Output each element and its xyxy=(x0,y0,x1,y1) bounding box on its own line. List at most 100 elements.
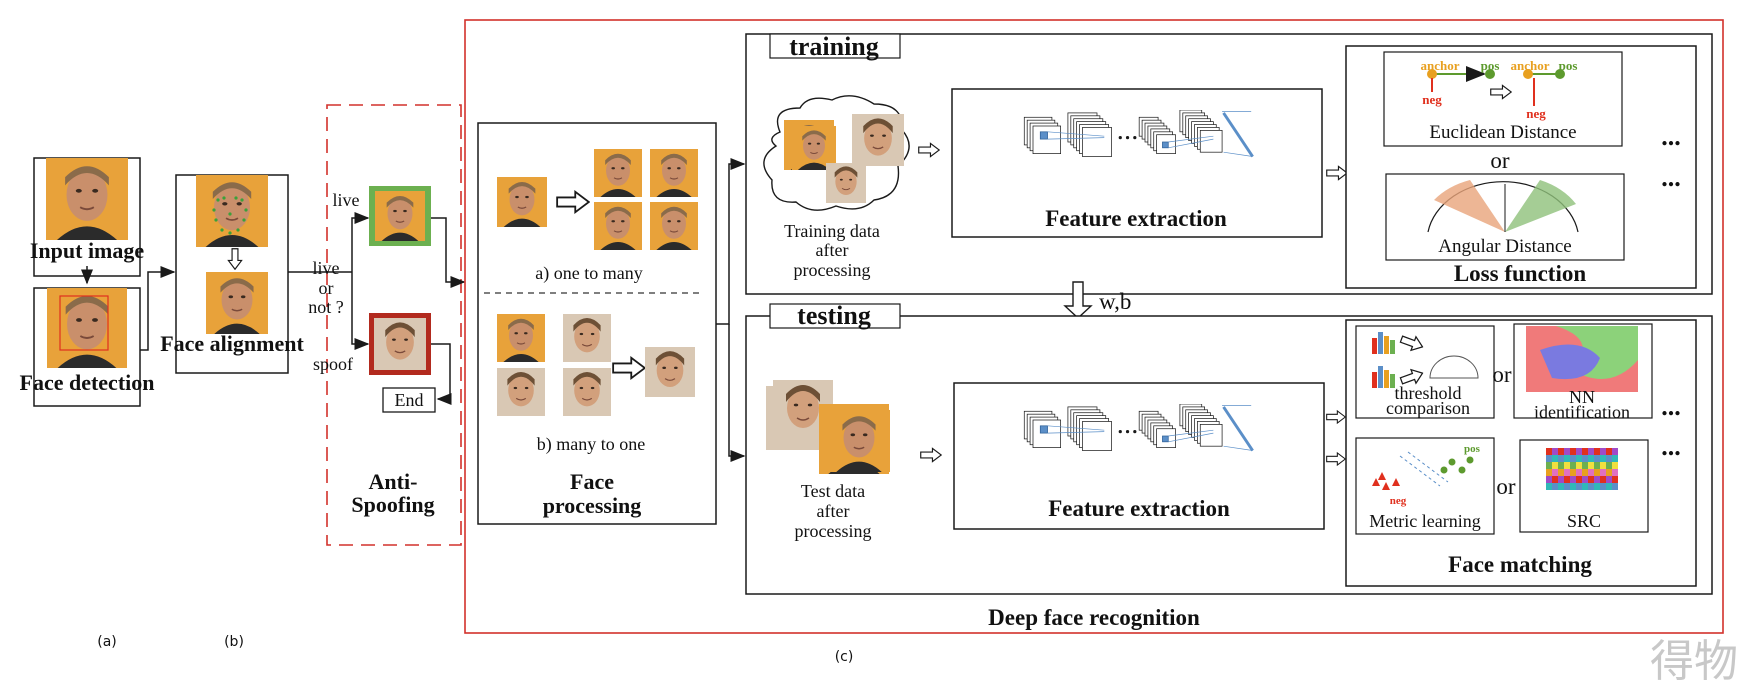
src-cell xyxy=(1564,448,1570,455)
test-feature-box xyxy=(953,382,1325,530)
src-cell xyxy=(1576,448,1582,455)
detection-bbox xyxy=(59,295,109,351)
test-feature-label: Feature extraction xyxy=(1048,496,1230,521)
train-feature-label: Feature extraction xyxy=(1045,206,1227,231)
live-or-not-line2: or xyxy=(319,278,334,298)
test-data-line1: Test data xyxy=(801,481,865,501)
one-to-many-label: a) one to many xyxy=(535,263,642,284)
match-ellipsis-1: ... xyxy=(1661,392,1681,421)
src-cell xyxy=(1600,455,1606,462)
src-cell xyxy=(1558,483,1564,490)
live-or-not-line1: live xyxy=(313,258,340,278)
src-cell xyxy=(1588,462,1594,469)
src-cell xyxy=(1612,462,1618,469)
src-cell xyxy=(1594,483,1600,490)
src-cell xyxy=(1546,483,1552,490)
src-matrix xyxy=(1546,448,1618,490)
src-cell xyxy=(1564,483,1570,490)
src-cell xyxy=(1558,476,1564,483)
src-cell xyxy=(1576,455,1582,462)
src-cell xyxy=(1612,455,1618,462)
src-cell xyxy=(1576,469,1582,476)
metric-learning-label: Metric learning xyxy=(1369,511,1480,531)
deep-face-recognition-frame xyxy=(464,19,1724,634)
src-cell xyxy=(1558,448,1564,455)
caption-b: (b) xyxy=(224,634,244,650)
detection-photo xyxy=(45,288,129,368)
testing-title: testing xyxy=(797,301,871,330)
nn-map-blue xyxy=(1540,344,1600,380)
src-cell xyxy=(1552,455,1558,462)
src-cell xyxy=(1588,476,1594,483)
anchor-label-2: anchor xyxy=(1511,58,1550,73)
src-cell xyxy=(1588,448,1594,455)
loss-or-label: or xyxy=(1490,148,1510,173)
src-cell xyxy=(1582,462,1588,469)
threshold-bars xyxy=(1372,332,1395,388)
src-cell xyxy=(1606,448,1612,455)
pose-face-4 xyxy=(562,368,612,416)
pos-points xyxy=(1440,456,1474,474)
src-cell xyxy=(1570,455,1576,462)
match-ellipsis-2: ... xyxy=(1661,432,1681,461)
src-cell xyxy=(1564,462,1570,469)
src-cell xyxy=(1552,483,1558,490)
loss-function-title: Loss function xyxy=(1454,261,1586,286)
src-cell xyxy=(1606,476,1612,483)
caption-c: (c) xyxy=(835,649,854,665)
watermark: 得物 xyxy=(1650,636,1738,687)
anchor-label-1: anchor xyxy=(1421,58,1460,73)
src-cell xyxy=(1600,469,1606,476)
test-data-line2: after xyxy=(817,501,850,521)
end-box xyxy=(382,387,436,413)
src-cell xyxy=(1558,469,1564,476)
threshold-dome xyxy=(1429,355,1479,379)
panel-a: Input image Face detection (a) xyxy=(20,157,155,650)
anti-spoofing-frame xyxy=(326,104,462,546)
live-or-not-line3: not ? xyxy=(308,297,344,317)
input-photo xyxy=(44,158,130,240)
weights-transfer-arrow-icon xyxy=(1063,281,1093,319)
spoof-face xyxy=(374,318,426,370)
src-cell xyxy=(1612,469,1618,476)
anti-spoofing-panel: live or not ? live spoof End Anti- Spoof… xyxy=(288,104,466,546)
src-cell xyxy=(1546,476,1552,483)
match-or-label-2: or xyxy=(1496,474,1516,499)
src-cell xyxy=(1582,476,1588,483)
src-cell xyxy=(1546,455,1552,462)
src-cell xyxy=(1570,469,1576,476)
metric-pos-label: pos xyxy=(1464,443,1481,455)
metric-learning-box xyxy=(1355,437,1495,535)
source-face xyxy=(496,177,548,227)
training-data-line3: processing xyxy=(794,260,871,280)
pos-label-2: pos xyxy=(1559,58,1578,73)
panel-b: Face alignment (b) xyxy=(160,174,304,650)
end-label: End xyxy=(395,390,424,410)
train-feature-box xyxy=(951,88,1323,238)
test-face-4 xyxy=(827,410,891,472)
src-cell xyxy=(1552,469,1558,476)
face-alignment-label-1: Face alignment xyxy=(160,331,304,356)
src-cell xyxy=(1594,469,1600,476)
testing-panel: testing Test data after processing Featu… xyxy=(745,301,1713,595)
src-cell xyxy=(1594,448,1600,455)
src-cell xyxy=(1582,448,1588,455)
angular-sector-neg xyxy=(1434,180,1505,232)
neg-points xyxy=(1372,472,1400,490)
src-cell xyxy=(1594,462,1600,469)
training-data-line1: Training data xyxy=(784,221,880,241)
face-matching-title: Face matching xyxy=(1448,552,1592,577)
neg-label-2: neg xyxy=(1526,106,1546,121)
src-cell xyxy=(1564,476,1570,483)
src-cell xyxy=(1600,462,1606,469)
src-cell xyxy=(1576,476,1582,483)
euclidean-box xyxy=(1383,51,1623,147)
angular-sector-pos xyxy=(1505,180,1576,232)
loss-ellipsis-1: ... xyxy=(1661,122,1681,151)
training-title: training xyxy=(789,32,879,61)
many-to-one-label: b) many to one xyxy=(537,434,645,455)
src-label: SRC xyxy=(1567,511,1601,531)
live-label: live xyxy=(333,190,360,210)
src-cell xyxy=(1588,455,1594,462)
src-cell xyxy=(1600,476,1606,483)
